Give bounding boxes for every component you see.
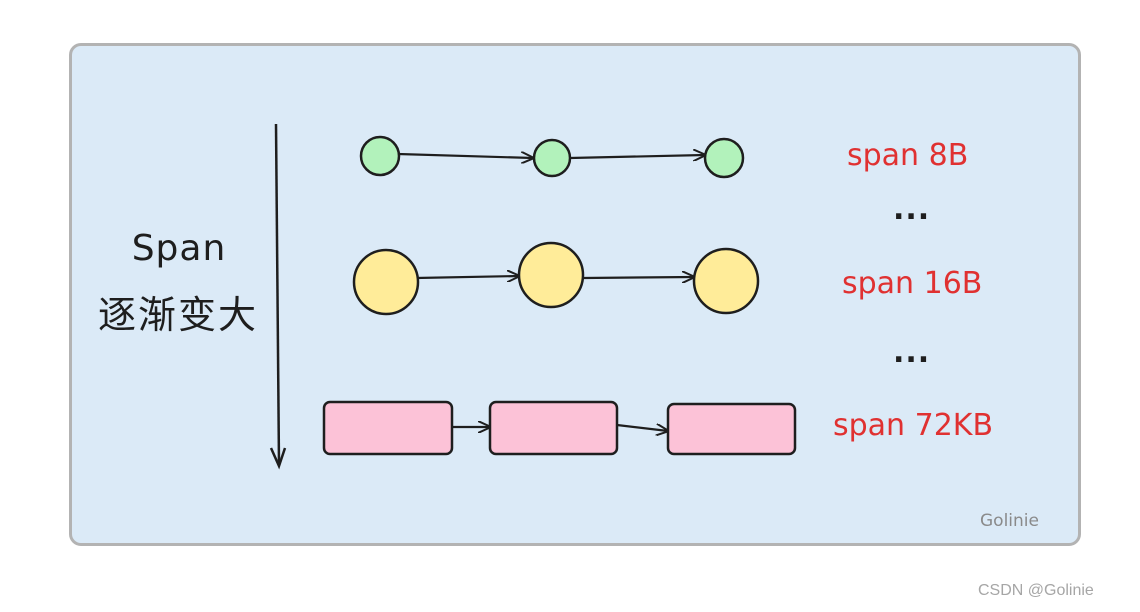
ellipsis: ... [893, 335, 931, 370]
link-arrow [415, 276, 519, 278]
link-arrow [397, 154, 533, 158]
span-block [666, 402, 797, 456]
span-node [532, 138, 572, 178]
span-node [517, 241, 585, 309]
span-node [359, 135, 401, 177]
span-node [692, 247, 760, 315]
row-span-72kb [322, 400, 797, 456]
growth-arrow [274, 123, 281, 466]
link-arrow [616, 425, 668, 431]
link-arrow [569, 155, 705, 158]
span-node [703, 137, 745, 179]
ellipsis: ... [893, 192, 931, 227]
row-label-span-72kb: span 72KB [833, 408, 994, 443]
author-watermark: Golinie [980, 511, 1039, 531]
row-span-16b [352, 241, 760, 316]
site-watermark: CSDN @Golinie [978, 582, 1094, 599]
span-node [352, 248, 420, 316]
side-subtitle: 逐渐变大 [97, 293, 258, 337]
row-label-span-8b: span 8B [847, 138, 969, 173]
span-block [488, 400, 619, 456]
side-title: Span [131, 228, 227, 269]
link-arrow [583, 277, 694, 278]
growth-arrowhead [269, 447, 287, 470]
row-span-8b [359, 135, 745, 179]
row-label-span-16b: span 16B [842, 266, 983, 301]
span-block [322, 400, 454, 456]
